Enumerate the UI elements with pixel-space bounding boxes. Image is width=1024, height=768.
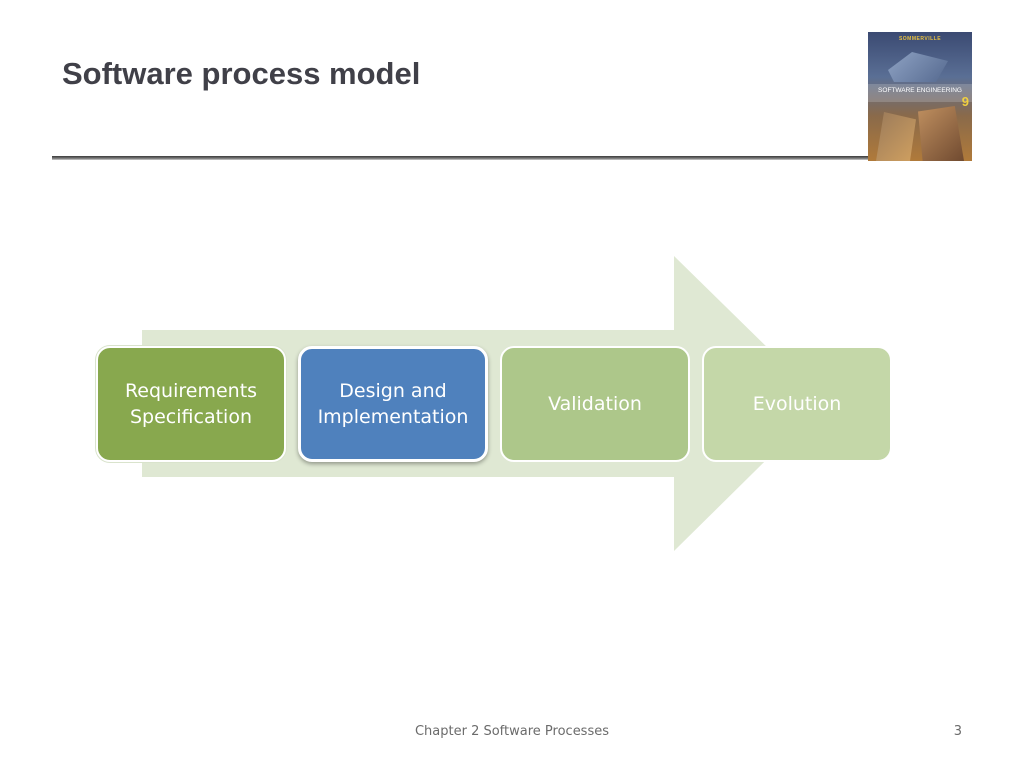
cover-author: SOMMERVILLE (898, 36, 942, 42)
cover-edition: 9 (961, 94, 969, 109)
cover-title: SOFTWARE ENGINEERING (878, 87, 962, 94)
step-design-and-implementation: Design and Implementation (298, 346, 488, 462)
cover-title-band (868, 84, 972, 102)
slide-title: Software process model (62, 56, 421, 91)
title-divider (52, 156, 870, 160)
step-label: Design and Implementation (317, 380, 469, 428)
slide-footer: Chapter 2 Software Processes (414, 724, 610, 739)
page-number: 3 (953, 724, 962, 739)
step-label: Requirements Specification (124, 380, 258, 428)
book-cover-image: SOMMERVILLE SOFTWARE ENGINEERING 9 (868, 32, 972, 161)
step-evolution: Evolution (702, 346, 892, 462)
step-requirements-specification: Requirements Specification (96, 346, 286, 462)
step-label: Evolution (752, 393, 842, 415)
cover-structure-left (876, 112, 916, 161)
step-validation: Validation (500, 346, 690, 462)
step-label: Validation (548, 393, 642, 415)
cover-structure-right (918, 106, 964, 161)
